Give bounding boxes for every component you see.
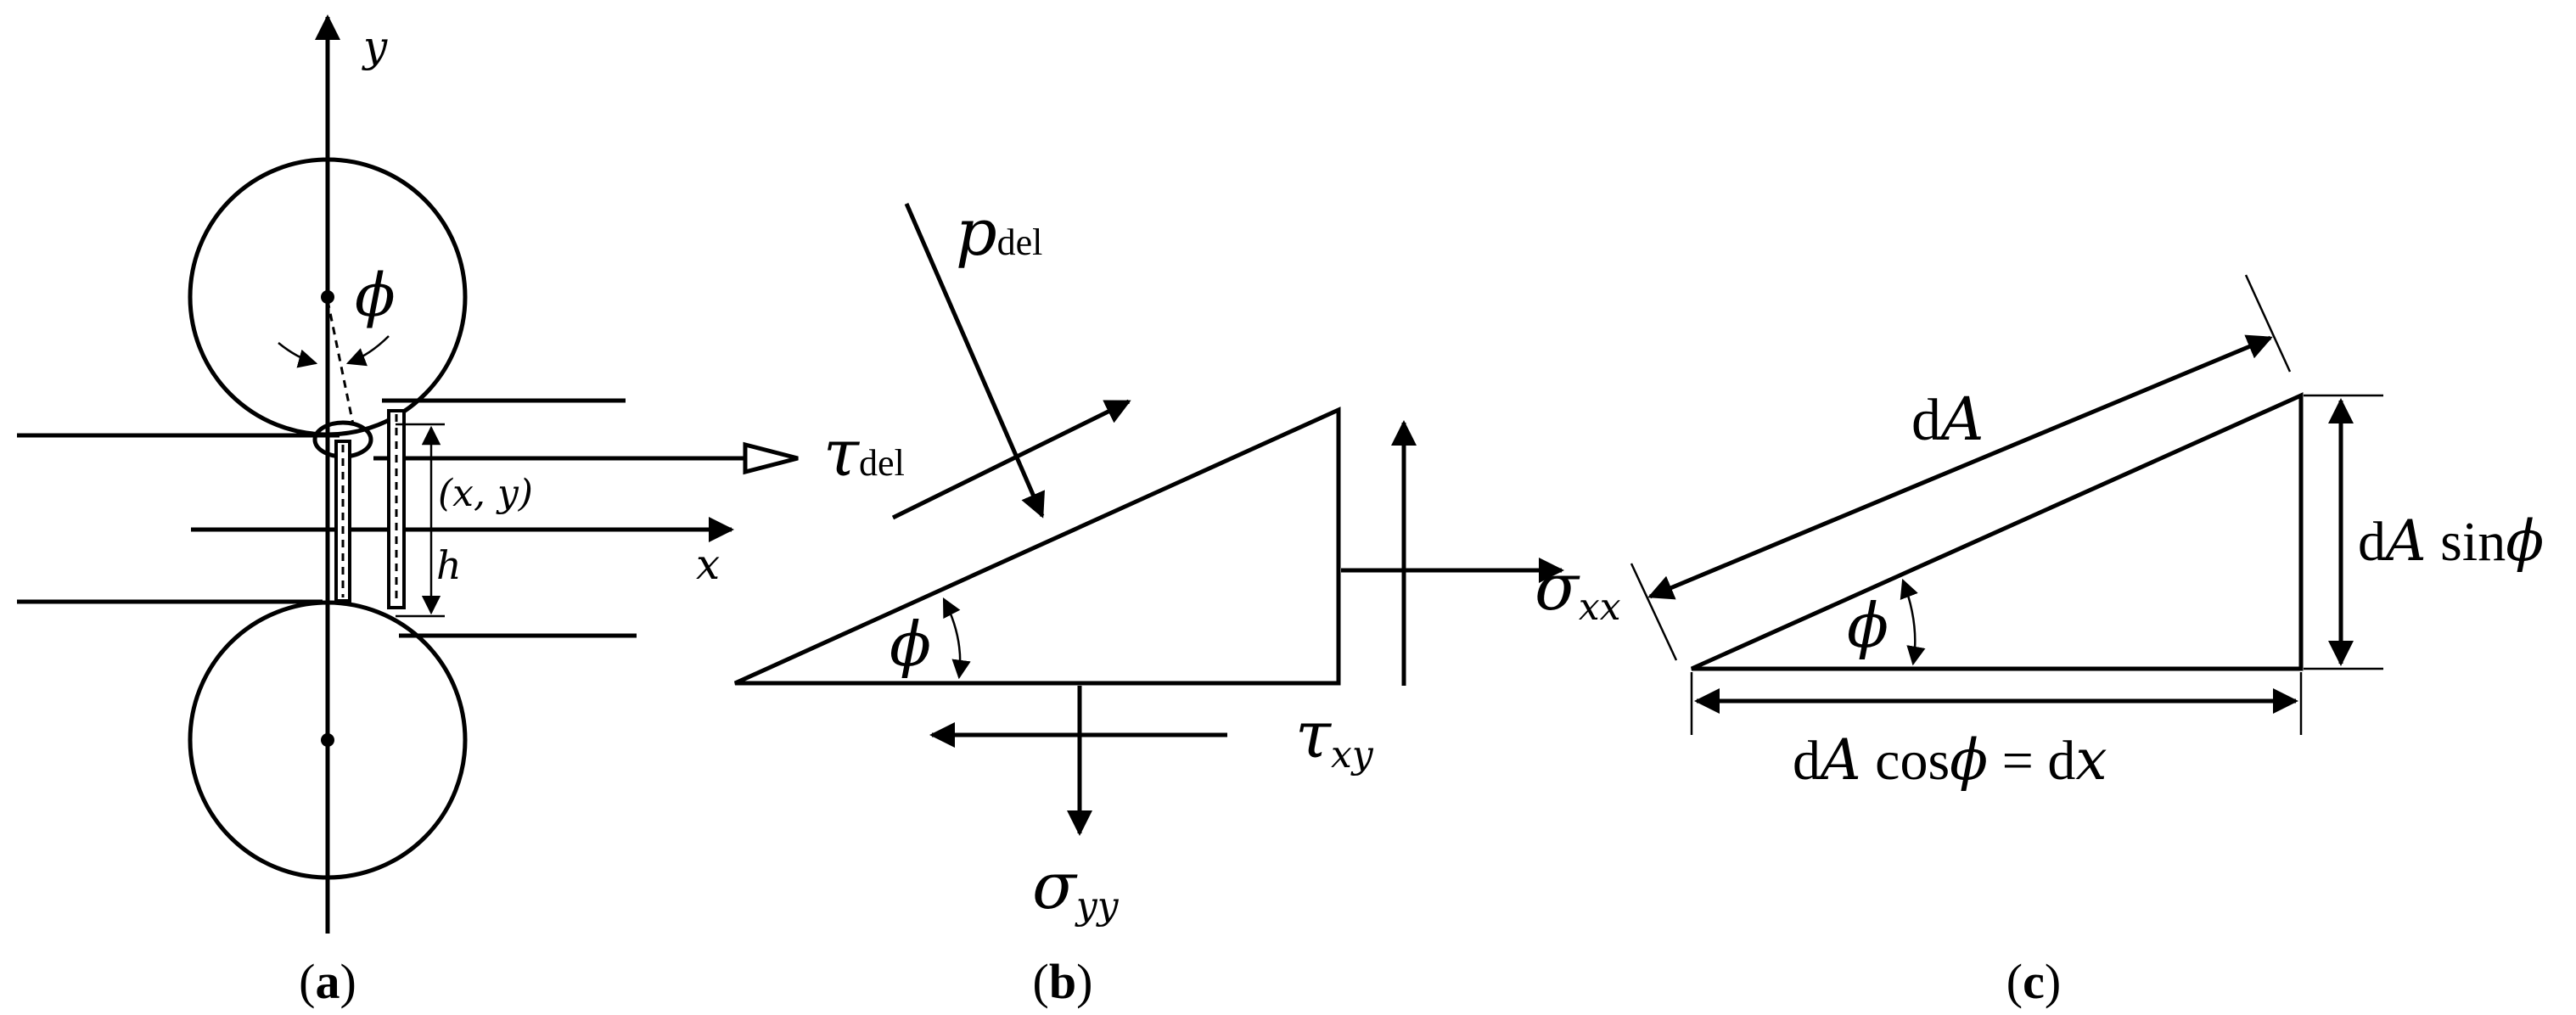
x-axis-label: x [696,540,720,589]
thickness-label: h [436,542,462,588]
upper-roll-center [321,290,334,304]
caption-a: (a) [299,954,356,1009]
tau-del-arrow [891,399,1131,520]
base-label: dA cosϕ = dx [1793,727,2107,793]
angle-arc-right [345,335,390,367]
sigma-xx-label: σxx [1535,549,1621,629]
angle-arc-left [278,342,318,368]
hyp-dimension-arrow [1647,334,2273,600]
angle-label-c: ϕ [1847,590,1889,661]
wedge-element [733,407,1341,686]
exit-direction-arrowhead [743,441,799,475]
y-axis-label: y [362,22,388,71]
tau-del-label: τdel [823,415,905,491]
panel-a: y x ϕ (x, y) h (a) [17,14,799,1009]
lower-roll-center [321,733,334,747]
lower-roll [188,600,468,880]
sigma-yy-label: σyy [1032,848,1120,928]
hyp-ext-upper [2244,274,2292,373]
panel-c: dA ϕ dA sinϕ dA cosϕ = dx (c) [1630,274,2544,1009]
angle-label-a: ϕ [355,261,396,330]
panel-b: pdel τdel ϕ σxx τxy σyy (b) [733,194,1621,1009]
angle-label-b: ϕ [890,608,931,680]
p-del-label: pdel [956,194,1042,270]
hyp-label: dA [1911,384,1984,454]
angle-arc-b [942,597,971,680]
vert-label: dA sinϕ [2358,508,2544,574]
hyp-ext-lower [1630,563,1678,661]
caption-c: (c) [2006,954,2061,1009]
caption-b: (b) [1033,954,1093,1009]
p-del-arrow [904,203,1045,519]
triangle-element [1690,392,2304,671]
tau-xy-label: τxy [1295,697,1374,777]
angle-ray [326,300,355,425]
gap-slab [334,440,351,603]
point-label: (x, y) [438,472,533,515]
angle-arc-c [1900,578,1926,666]
